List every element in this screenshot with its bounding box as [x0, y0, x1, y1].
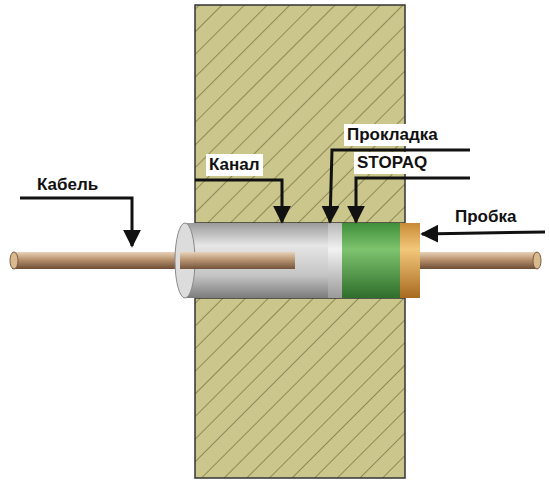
channel-label: Канал [206, 154, 263, 176]
wall-bottom [195, 298, 405, 478]
cable [12, 252, 302, 269]
cable-end [10, 252, 18, 269]
wall-top [195, 5, 405, 223]
leader-lines [20, 150, 545, 246]
cable-right [420, 252, 538, 269]
stopaq [342, 223, 400, 298]
cable-end [533, 252, 541, 269]
cable-inside [180, 252, 295, 269]
cable-label: Кабель [34, 174, 101, 196]
plug-label: Пробка [452, 206, 519, 228]
stopaq-label: STOPAQ [354, 152, 430, 174]
gasket [328, 223, 342, 298]
gasket-label: Прокладка [344, 124, 441, 146]
plug [400, 223, 420, 298]
